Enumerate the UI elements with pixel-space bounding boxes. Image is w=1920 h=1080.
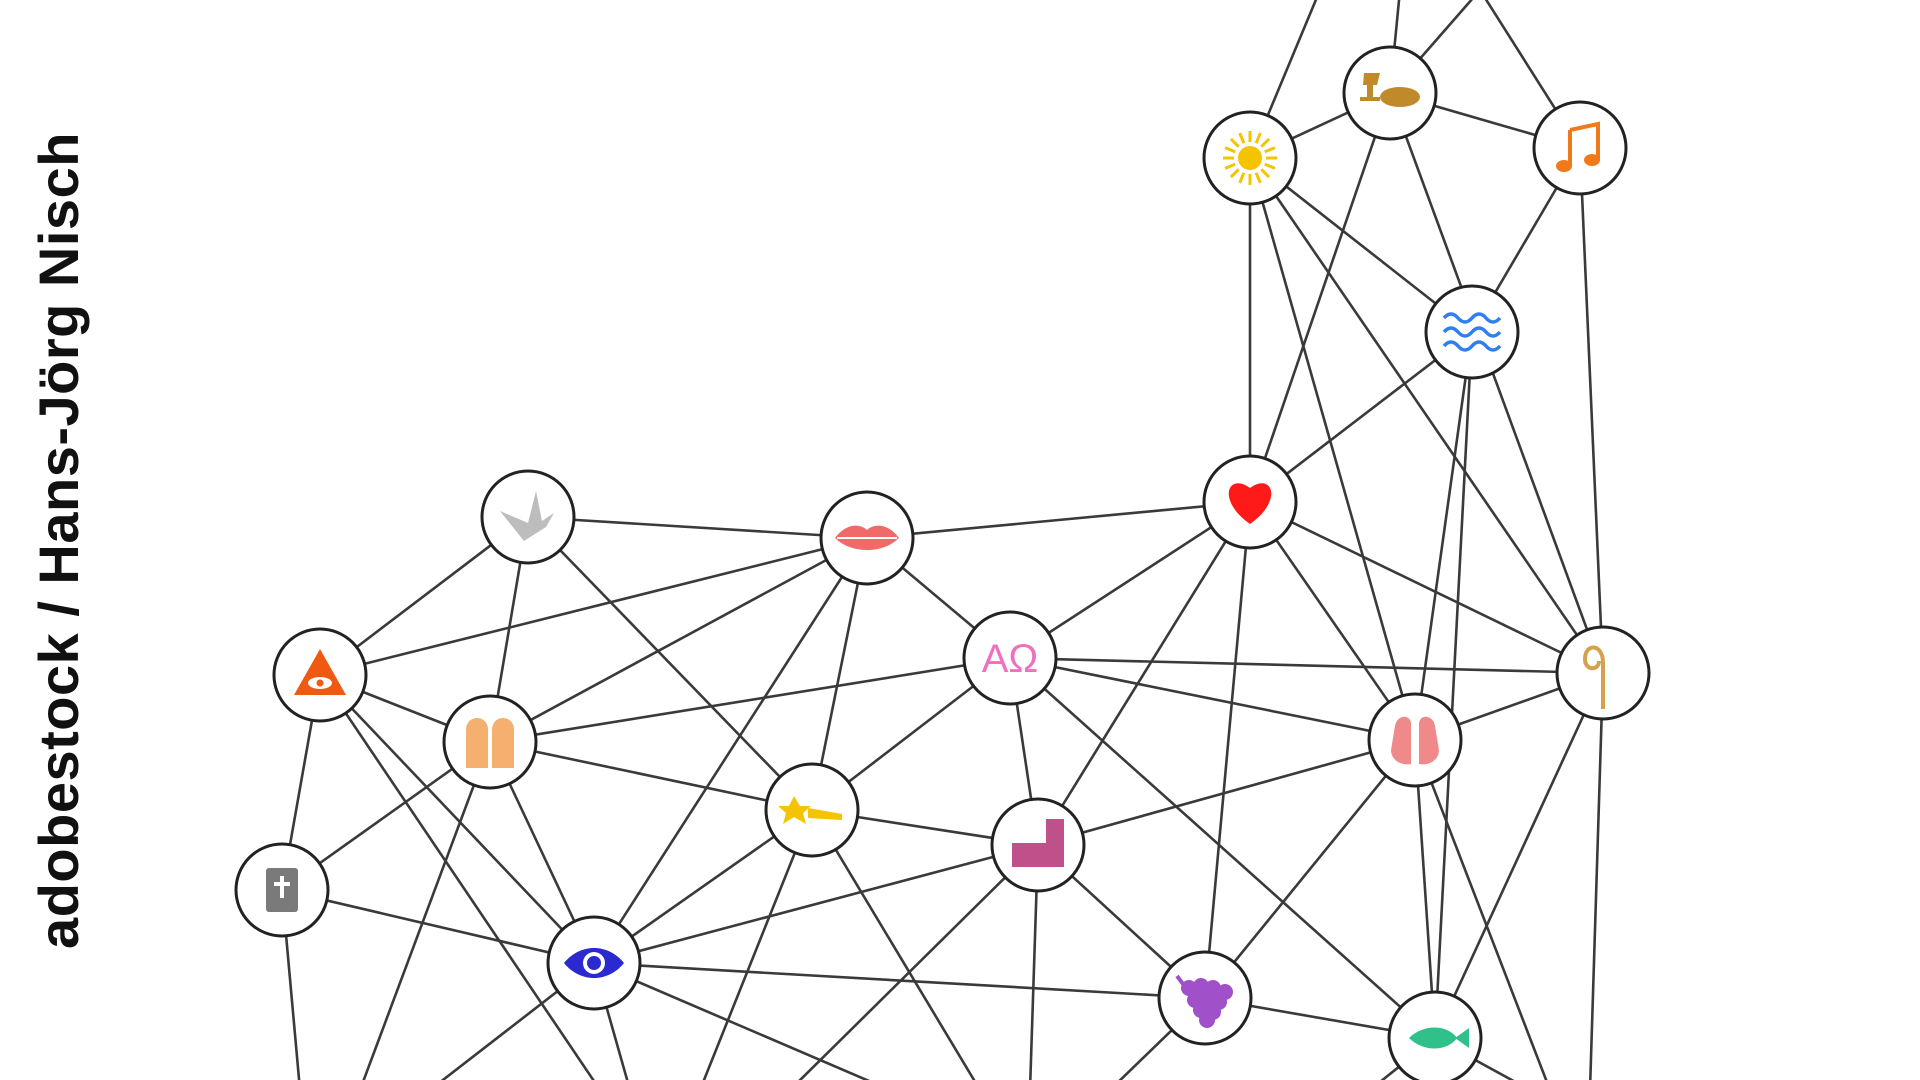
chair-icon: [1012, 819, 1064, 867]
node-eye: [546, 915, 642, 1011]
node-circle: [1367, 692, 1463, 788]
music-note-icon: [1556, 121, 1600, 172]
node-water: [1424, 284, 1520, 380]
node-tablets: [442, 694, 538, 790]
network-edge: [592, 537, 869, 964]
network-edge: [527, 516, 813, 811]
network-edge: [1589, 672, 1605, 1080]
network-edge: [1249, 500, 1604, 675]
node-bible: [234, 842, 330, 938]
node-chair: [990, 797, 1086, 893]
network-edge: [1009, 656, 1416, 742]
network-edge: [1578, 147, 1605, 674]
stone-tablets-icon: [466, 718, 514, 768]
network-edge: [1413, 739, 1437, 1039]
node-sun: [1202, 110, 1298, 206]
heart-icon: [1228, 483, 1272, 524]
dove-icon: [500, 491, 554, 541]
network-edge: [319, 536, 868, 677]
network-nodes: ΑΩ: [234, 45, 1651, 1080]
network-edge: [798, 844, 1039, 1080]
network-edge: [810, 809, 976, 1080]
water-waves-icon: [1442, 312, 1502, 352]
network-edge: [1433, 331, 1474, 1039]
network-edge: [1009, 656, 1604, 675]
node-fish: [1387, 990, 1483, 1080]
network-edge: [1248, 157, 1417, 741]
alpha-omega-icon: ΑΩ: [982, 637, 1039, 681]
chalice-bread-icon: [1360, 73, 1420, 107]
praying-hands-icon: [1391, 716, 1439, 765]
network-edge: [593, 961, 870, 1080]
network-edge: [1413, 331, 1474, 741]
network-edge: [489, 656, 1011, 744]
node-music: [1532, 100, 1628, 196]
network-edge: [318, 674, 595, 1080]
network-edge: [1009, 657, 1436, 1039]
node-eyetri: [272, 627, 368, 723]
node-hands: [1367, 692, 1463, 788]
network-edge: [489, 536, 868, 744]
node-star: [764, 762, 860, 858]
network-edge: [1248, 92, 1392, 503]
shooting-star-icon: [778, 796, 842, 824]
network-edge: [1388, 92, 1605, 674]
network-edge: [319, 674, 595, 964]
network-edge: [1037, 738, 1416, 847]
node-alphaomega: ΑΩ: [962, 610, 1058, 706]
network-edge: [527, 515, 868, 540]
fish-icon: [1409, 1027, 1469, 1049]
network-edge: [1248, 501, 1417, 741]
bible-icon: [266, 868, 298, 912]
svg-text:ΑΩ: ΑΩ: [982, 637, 1039, 681]
network-edge: [1248, 157, 1605, 674]
eye-icon: [564, 948, 624, 978]
node-circle: [1532, 100, 1628, 196]
node-heart: [1202, 454, 1298, 550]
network-edges: [280, 0, 1605, 1080]
network-edge: [1009, 500, 1251, 660]
node-circle: [442, 694, 538, 790]
network-edge: [1203, 501, 1252, 999]
network-edge: [362, 741, 492, 1080]
network-edge: [593, 843, 1039, 965]
network-edge: [1203, 739, 1417, 999]
node-chalice: [1342, 45, 1438, 141]
node-dove: [480, 469, 576, 565]
node-grapes: [1157, 950, 1253, 1046]
network-edge: [866, 500, 1251, 540]
bishop-staff-icon: [1582, 645, 1605, 709]
node-circle: [480, 469, 576, 565]
network-edge: [489, 740, 813, 812]
network-edge: [1413, 739, 1548, 1080]
node-lips: [819, 490, 915, 586]
grapes-icon: [1175, 974, 1233, 1028]
eye-triangle-icon: [294, 649, 346, 695]
node-circle: [962, 610, 1058, 706]
network-edge: [1036, 501, 1252, 846]
network-edge: [1433, 672, 1605, 1039]
network-edge: [702, 809, 814, 1080]
sun-icon: [1223, 131, 1277, 185]
network-edge: [281, 888, 595, 965]
lips-icon: [835, 525, 899, 550]
node-crozier: [1555, 625, 1651, 721]
